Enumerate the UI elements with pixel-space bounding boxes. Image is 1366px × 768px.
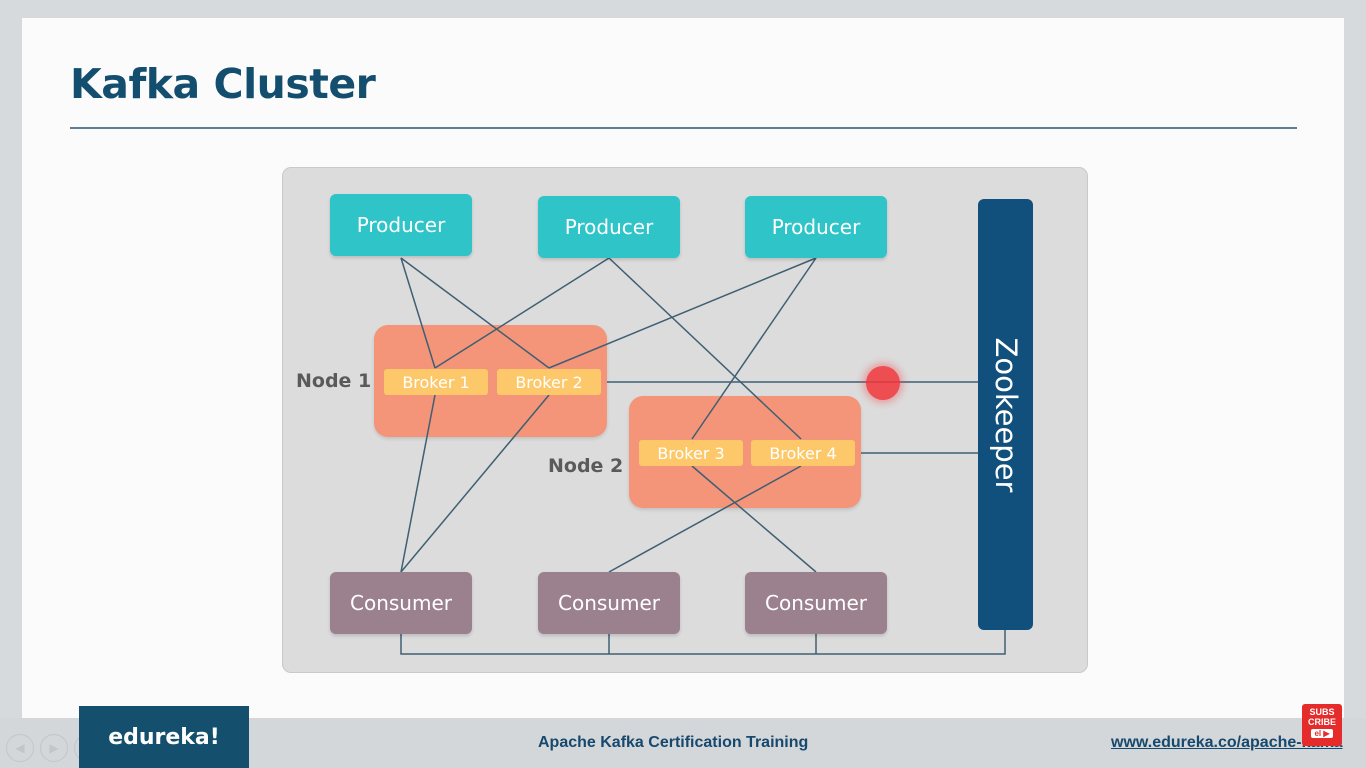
broker-1: Broker 1: [384, 369, 488, 395]
subscribe-button[interactable]: SUBS CRIBE el ▶: [1302, 704, 1342, 746]
edureka-logo: edureka!: [79, 706, 249, 768]
laser-pointer-dot: [866, 366, 900, 400]
footer-url-link[interactable]: www.edureka.co/apache-kafka: [1111, 734, 1343, 751]
zookeeper-bar: Zookeeper: [978, 199, 1033, 630]
consumer-box: Consumer: [745, 572, 887, 634]
producer-box: Producer: [745, 196, 887, 258]
play-icon: el ▶: [1311, 729, 1333, 738]
subscribe-label-line2: CRIBE: [1307, 717, 1336, 727]
node-2-label: Node 2: [548, 455, 624, 477]
consumer-box: Consumer: [330, 572, 472, 634]
producer-box: Producer: [538, 196, 680, 258]
next-slide-icon[interactable]: ▶: [40, 734, 68, 762]
producer-box: Producer: [330, 194, 472, 256]
broker-4: Broker 4: [751, 440, 855, 466]
subscribe-label-line1: SUBS: [1309, 707, 1335, 717]
broker-3: Broker 3: [639, 440, 743, 466]
previous-slide-icon[interactable]: ◀: [6, 734, 34, 762]
course-title: Apache Kafka Certification Training: [538, 734, 809, 751]
zookeeper-label: Zookeeper: [988, 337, 1023, 492]
slide-title: Kafka Cluster: [70, 60, 376, 108]
broker-2: Broker 2: [497, 369, 601, 395]
consumer-box: Consumer: [538, 572, 680, 634]
title-divider: [70, 127, 1297, 129]
node-1-label: Node 1: [296, 370, 372, 392]
